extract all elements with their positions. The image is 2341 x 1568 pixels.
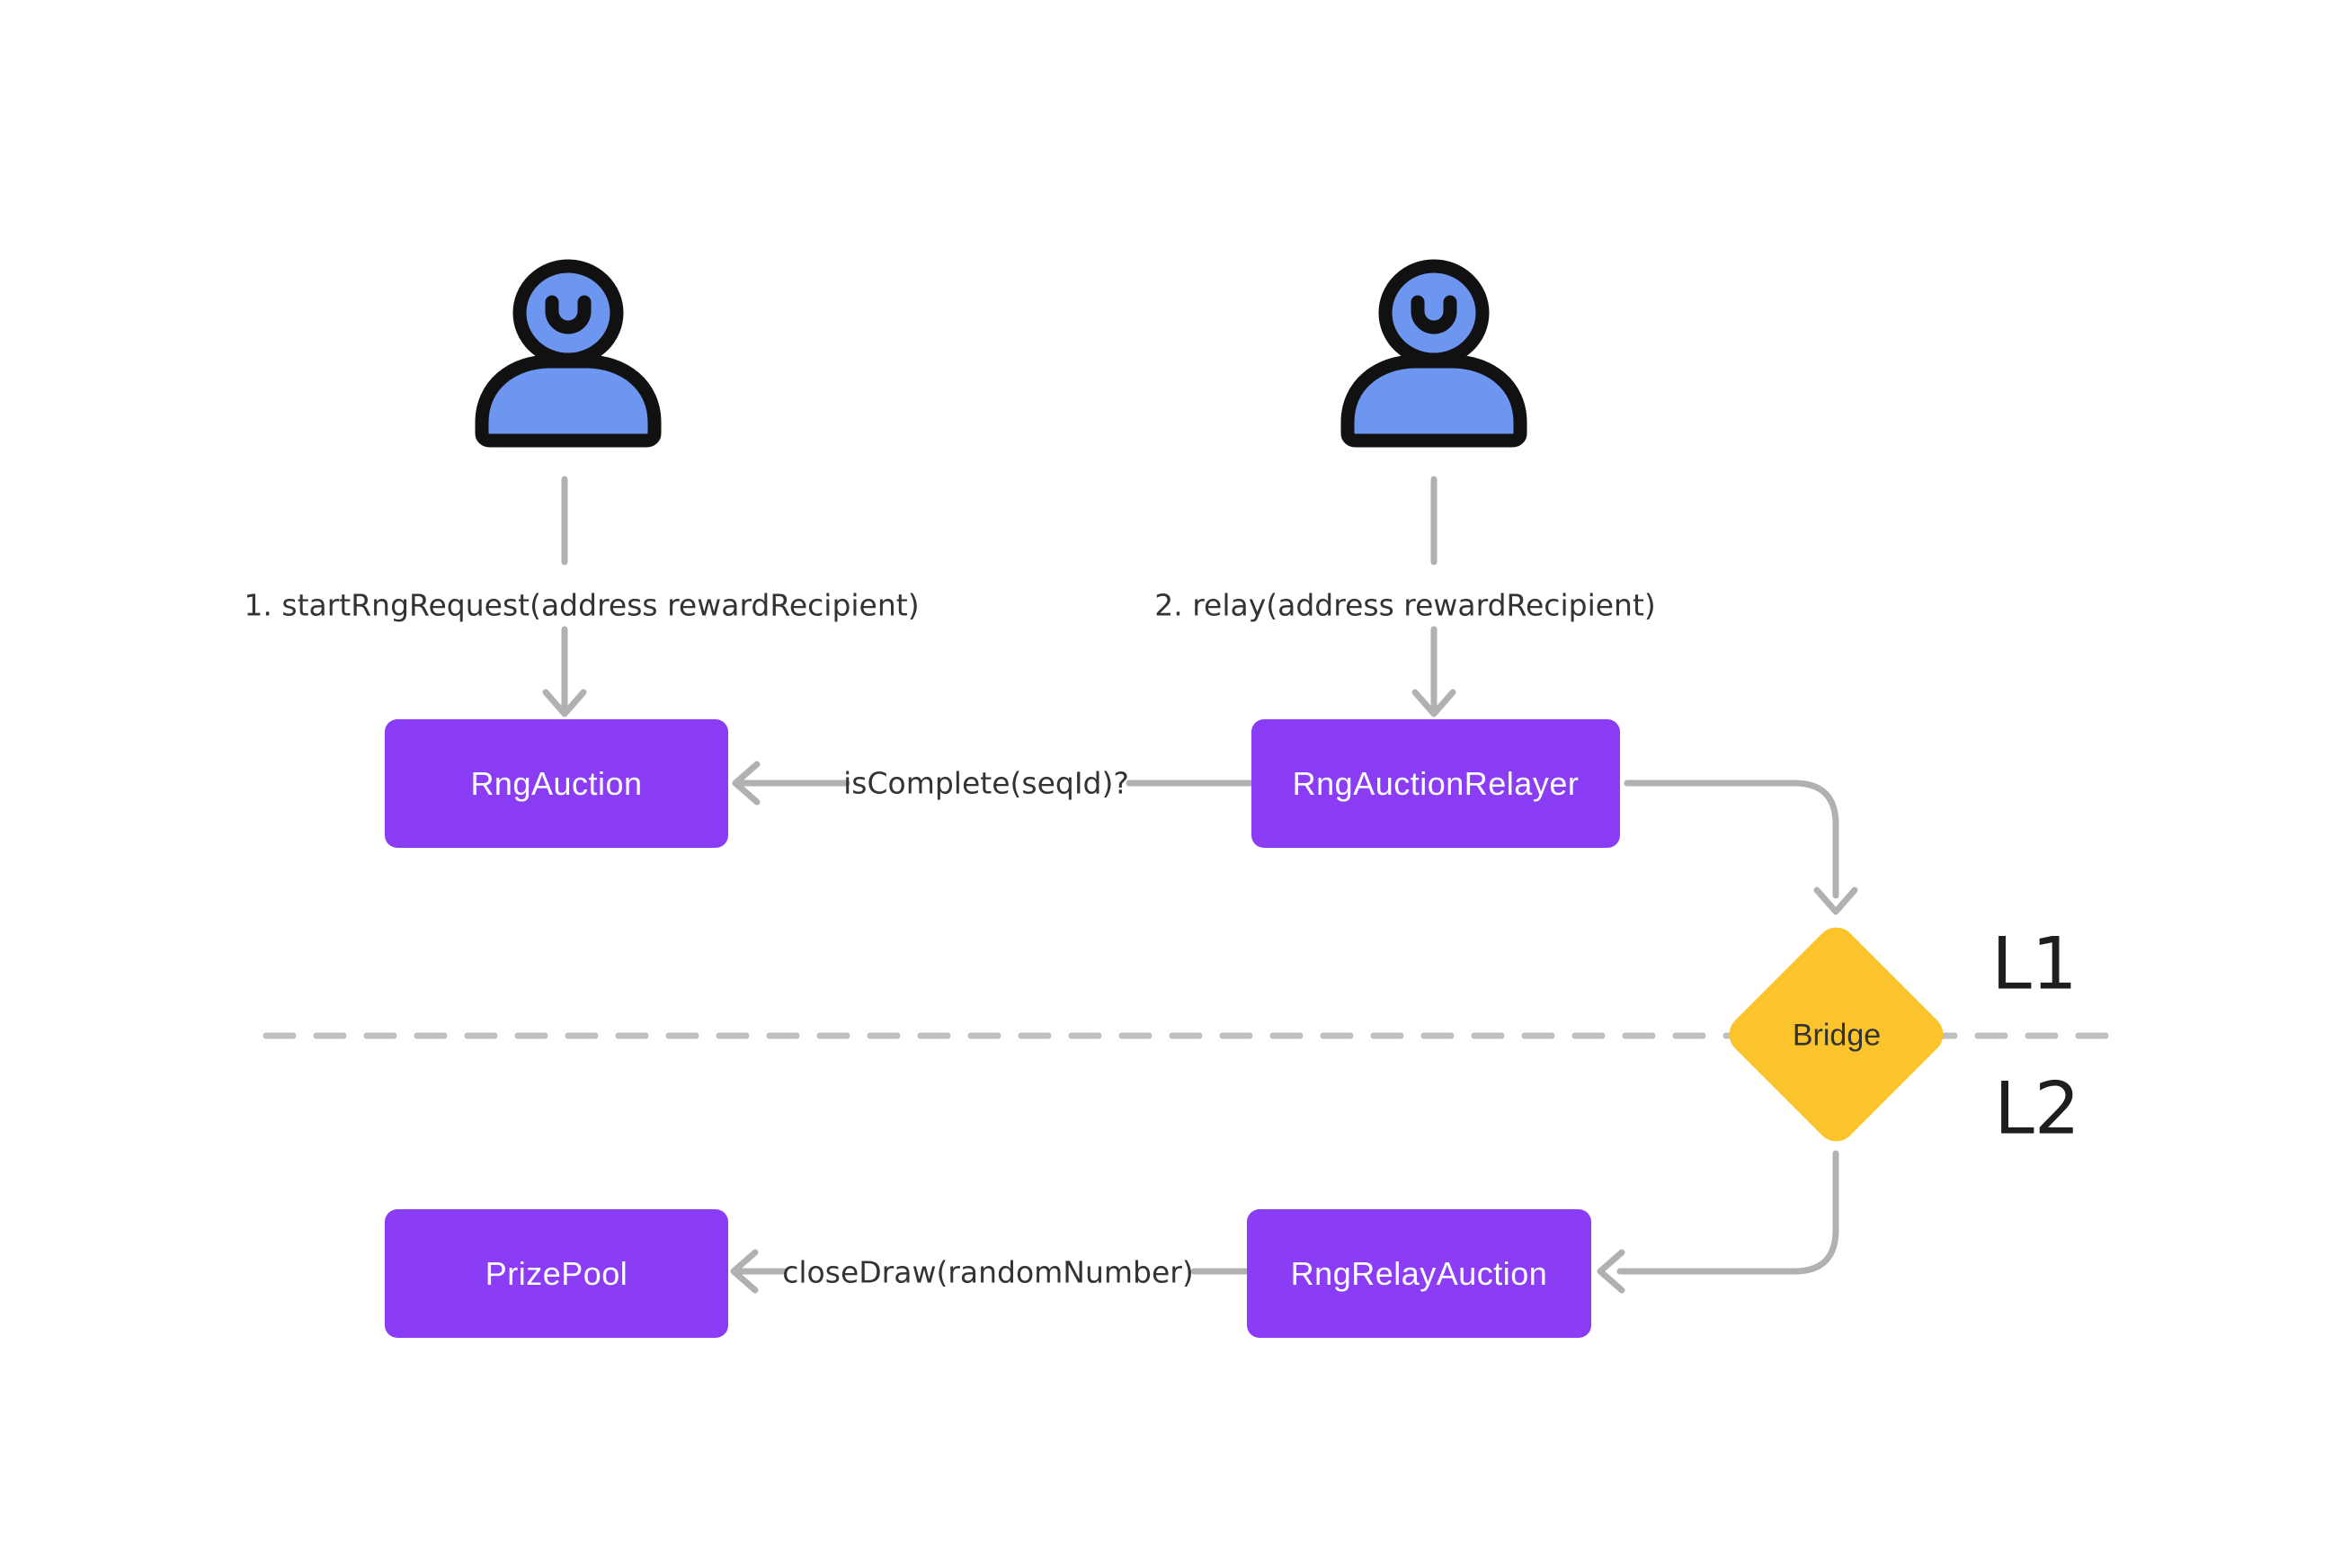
arrowhead-down-icon	[1813, 886, 1858, 915]
node-rng-relay-auction-label: RngRelayAuction	[1290, 1254, 1548, 1292]
edge-is-complete	[732, 761, 1255, 806]
arrowhead-left-icon	[1597, 1249, 1625, 1294]
edge-label-start-rng-request: 1. startRngRequest(address rewardRecipie…	[244, 587, 920, 623]
edge-relay-arrow	[1411, 626, 1456, 717]
node-rng-auction: RngAuction	[385, 719, 728, 848]
edge-start-rng-request-arrow	[542, 626, 587, 717]
node-rng-auction-relayer: RngAuctionRelayer	[1251, 719, 1620, 848]
edge-relayer-to-bridge	[1624, 780, 1858, 915]
layer-label-l2: L2	[1994, 1066, 2080, 1151]
node-prize-pool-label: PrizePool	[485, 1254, 628, 1292]
arrowhead-down-icon	[542, 689, 587, 717]
edge-bridge-to-relay-auction	[1597, 1150, 1839, 1294]
person-icon	[475, 259, 662, 448]
person-head	[512, 259, 624, 367]
person-icon	[1340, 259, 1527, 448]
person-smile	[1411, 295, 1457, 334]
arrowhead-down-icon	[1411, 689, 1456, 717]
node-prize-pool: PrizePool	[385, 1209, 728, 1338]
arrowhead-left-icon	[732, 761, 761, 806]
person-head	[1378, 259, 1490, 367]
arrowhead-left-icon	[730, 1249, 759, 1294]
node-rng-auction-label: RngAuction	[470, 764, 643, 802]
edge-close-draw	[730, 1249, 1251, 1294]
edge-label-relay: 2. relay(address rewardRecipient)	[1154, 587, 1656, 623]
node-bridge-label: Bridge	[1792, 1018, 1882, 1053]
node-rng-auction-relayer-label: RngAuctionRelayer	[1292, 764, 1580, 802]
edge-label-close-draw: closeDraw(randomNumber)	[782, 1254, 1194, 1290]
edge-label-is-complete: isComplete(seqId)?	[843, 765, 1129, 801]
person-smile	[545, 295, 592, 334]
node-rng-relay-auction: RngRelayAuction	[1247, 1209, 1591, 1338]
person-body	[475, 354, 662, 448]
layer-label-l1: L1	[1991, 922, 2078, 1006]
person-body	[1340, 354, 1527, 448]
